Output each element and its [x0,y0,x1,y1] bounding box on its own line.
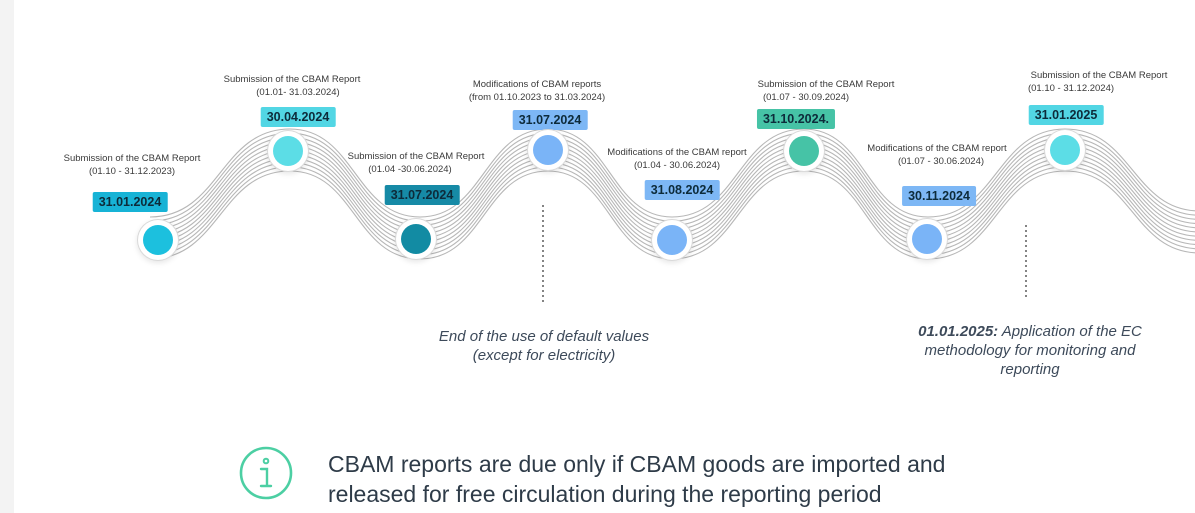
event-range: (01.07 - 30.06.2024) [897,156,985,167]
note-line: (except for electricity) [472,347,616,364]
date-badge: 30.04.2024 [260,107,336,127]
milestone-circle [401,224,431,254]
event-title: Submission of the CBAM Report [1030,70,1168,81]
event-title: Modifications of the CBAM report [867,143,1007,154]
note-line: 01.01.2025: Application of the EC [880,322,1180,341]
date-badge: 31.07.2024 [384,185,460,205]
milestone-circle [273,136,303,166]
page-margin [0,0,14,513]
note-line: reporting [1000,361,1060,378]
event-range: (01.07 - 30.09.2024) [762,92,850,103]
wave-strand [149,128,1195,218]
event-title: Submission of the CBAM Report [223,74,361,85]
event-title: Submission of the CBAM Report [63,153,201,164]
milestone-circle [657,225,687,255]
event-range: (01.04 -30.06.2024) [368,164,452,175]
ec-methodology-note: 01.01.2025: Application of the EC method… [880,322,1180,379]
milestone-circle [533,135,563,165]
milestone-circle [789,136,819,166]
milestone-circle [912,224,942,254]
note-line: methodology for monitoring and [924,342,1136,359]
date-badge: 30.11.2024 [902,186,976,206]
wave-strand [149,132,1195,222]
date-badge: 31.07.2024 [512,110,588,130]
default-values-note: End of the use of default values (except… [394,327,694,365]
info-message: CBAM reports are due only if CBAM goods … [328,449,1148,509]
info-line: CBAM reports are due only if CBAM goods … [328,451,946,477]
info-line: released for free circulation during the… [328,481,882,507]
date-badge: 31.08.2024 [644,180,720,200]
note-line: End of the use of default values [438,328,650,345]
event-range: (01.04 - 30.06.2024) [633,160,721,171]
info-circle-icon [239,446,293,500]
milestone-circle [143,225,173,255]
note-text: Application of the EC [998,323,1142,340]
date-badge: 31.01.2024 [92,192,168,212]
wave-strand [149,170,1195,260]
note-date: 01.01.2025: [918,323,999,340]
event-title: Modifications of the CBAM report [607,147,747,158]
event-range: (01.10 - 31.12.2023) [88,166,176,177]
event-range: (01.01- 31.03.2024) [256,87,340,98]
date-badge: 31.10.2024. [756,109,836,129]
date-badge: 31.01.2025 [1028,105,1104,125]
event-title: Modifications of CBAM reports [472,79,602,90]
event-title: Submission of the CBAM Report [757,79,895,90]
event-range: (from 01.10.2023 to 31.03.2024) [468,92,606,103]
milestone-circle [1050,135,1080,165]
event-title: Submission of the CBAM Report [347,151,485,162]
event-range: (01.10 - 31.12.2024) [1027,83,1115,94]
